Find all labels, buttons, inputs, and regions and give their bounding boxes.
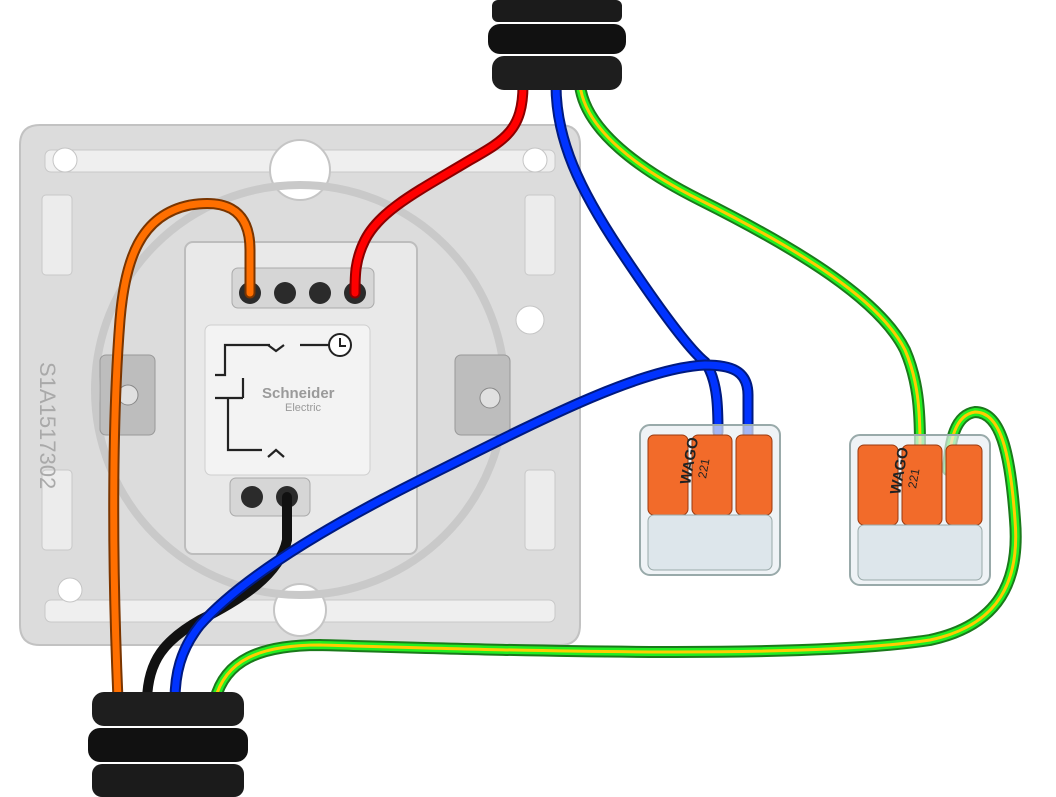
cable-gland-top bbox=[488, 0, 626, 90]
clock-icon bbox=[328, 333, 352, 357]
connector-model: 221 bbox=[905, 467, 922, 489]
brand-name-line2: Electric bbox=[285, 402, 322, 414]
brand-name: Schneider bbox=[262, 385, 335, 402]
wago-connector-neutral: WAGO 221 bbox=[639, 424, 781, 576]
wires bbox=[108, 79, 1022, 706]
bottom-terminals bbox=[229, 477, 311, 517]
connector-model: 221 bbox=[695, 457, 712, 479]
cable-gland-bottom bbox=[88, 692, 248, 797]
switch-mechanism: Schneider Electric bbox=[184, 241, 418, 555]
reference-label: S1A1517302 bbox=[35, 362, 60, 489]
wago-connector-earth: WAGO 221 bbox=[849, 434, 991, 586]
